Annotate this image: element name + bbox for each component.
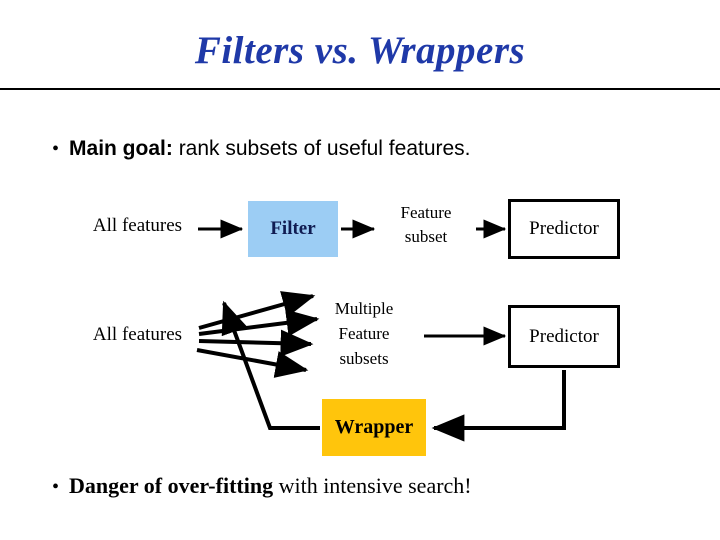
arrow-fan-1 — [198, 291, 316, 330]
predictor-box-wrapper-row[interactable]: Predictor — [508, 305, 620, 368]
arrow-fan-2 — [198, 309, 320, 337]
bullet-danger-strong: Danger of over-fitting — [69, 473, 274, 498]
filter-row-input-label: All features — [92, 215, 183, 236]
predictor-box-filter-row[interactable]: Predictor — [508, 199, 620, 259]
page-title: Filters vs. Wrappers — [194, 29, 526, 72]
bullet-main-goal-text: Main goal: rank subsets of useful featur… — [69, 137, 471, 161]
filter-box[interactable]: Filter — [248, 201, 338, 257]
wrapper-box[interactable]: Wrapper — [322, 399, 426, 456]
arrow-fan-4 — [196, 348, 309, 378]
title-divider — [0, 88, 720, 90]
arrow-wrapper-to-features — [221, 300, 320, 430]
wrapper-row-input-label: All features — [92, 324, 183, 345]
feature-subset-label: Feature subset — [400, 203, 452, 246]
multiple-feature-subsets-label: Multiple Feature subsets — [334, 299, 394, 368]
bullet-main-goal-rest: rank subsets of useful features. — [172, 137, 471, 160]
bullet-danger: • Danger of over-fitting with intensive … — [52, 473, 472, 499]
arrow-predictor-to-wrapper — [431, 370, 566, 442]
bullet-main-goal: • Main goal: rank subsets of useful feat… — [52, 137, 471, 161]
bullet-main-goal-strong: Main goal: — [69, 137, 173, 160]
bullet-danger-text: Danger of over-fitting with intensive se… — [69, 473, 472, 499]
bullet-danger-rest: with intensive search! — [273, 473, 472, 498]
arrow-fan-3 — [198, 329, 314, 357]
bullet-marker-icon-2: • — [52, 476, 60, 498]
bullet-marker-icon: • — [52, 138, 60, 160]
